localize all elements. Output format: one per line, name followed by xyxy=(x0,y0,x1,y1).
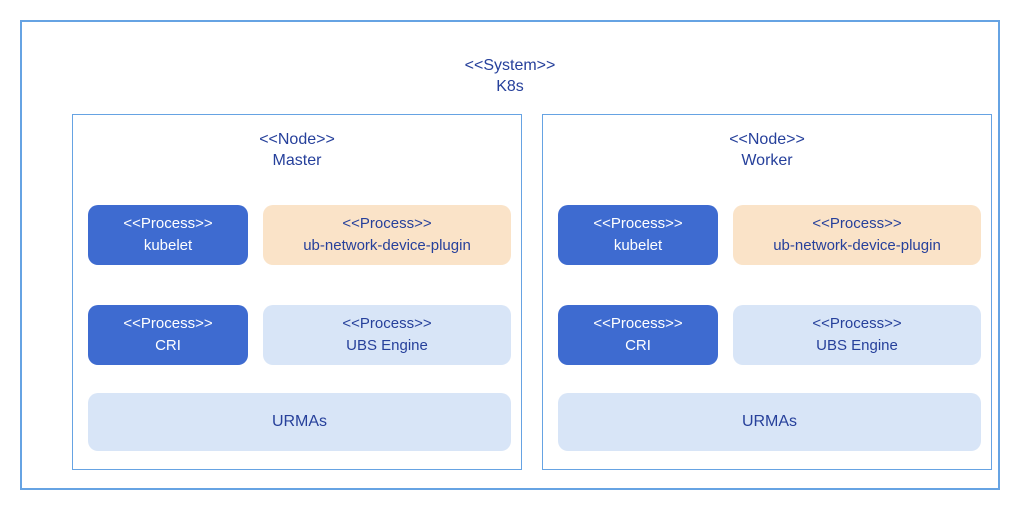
process-name: URMAs xyxy=(741,413,798,430)
node-box-master: <<Node>> Master <<Process>> kubelet <<Pr… xyxy=(72,114,522,470)
process-name: ub-network-device-plugin xyxy=(303,237,471,254)
process-stereotype: <<Process>> xyxy=(593,215,683,232)
system-name: K8s xyxy=(496,78,524,95)
node-stereotype: <<Node>> xyxy=(729,131,805,148)
node-name: Worker xyxy=(741,152,793,169)
process-box-urmas: URMAs xyxy=(88,393,511,451)
node-box-worker: <<Node>> Worker <<Process>> kubelet <<Pr… xyxy=(542,114,992,470)
system-title: <<System>> K8s xyxy=(22,55,998,97)
process-box-kubelet: <<Process>> kubelet xyxy=(88,205,248,265)
process-box-ub-network-device-plugin: <<Process>> ub-network-device-plugin xyxy=(263,205,511,265)
process-stereotype: <<Process>> xyxy=(342,215,432,232)
node-name: Master xyxy=(272,152,322,169)
process-name: ub-network-device-plugin xyxy=(773,237,941,254)
process-stereotype: <<Process>> xyxy=(123,215,213,232)
process-stereotype: <<Process>> xyxy=(812,315,902,332)
node-header-master: <<Node>> Master xyxy=(73,129,521,171)
system-stereotype: <<System>> xyxy=(464,57,556,74)
process-stereotype: <<Process>> xyxy=(812,215,902,232)
process-stereotype: <<Process>> xyxy=(123,315,213,332)
process-stereotype: <<Process>> xyxy=(593,315,683,332)
process-box-ubs-engine: <<Process>> UBS Engine xyxy=(733,305,981,365)
process-box-cri: <<Process>> CRI xyxy=(558,305,718,365)
process-box-cri: <<Process>> CRI xyxy=(88,305,248,365)
process-name: CRI xyxy=(155,337,181,354)
process-name: CRI xyxy=(625,337,651,354)
process-name: kubelet xyxy=(613,237,663,254)
process-box-ubs-engine: <<Process>> UBS Engine xyxy=(263,305,511,365)
process-name: UBS Engine xyxy=(816,337,898,354)
node-header-worker: <<Node>> Worker xyxy=(543,129,991,171)
process-name: URMAs xyxy=(271,413,328,430)
node-stereotype: <<Node>> xyxy=(259,131,335,148)
process-box-urmas: URMAs xyxy=(558,393,981,451)
system-boundary-box: <<System>> K8s <<Node>> Master <<Process… xyxy=(20,20,1000,490)
process-name: kubelet xyxy=(143,237,193,254)
process-stereotype: <<Process>> xyxy=(342,315,432,332)
process-name: UBS Engine xyxy=(346,337,428,354)
process-box-ub-network-device-plugin: <<Process>> ub-network-device-plugin xyxy=(733,205,981,265)
process-box-kubelet: <<Process>> kubelet xyxy=(558,205,718,265)
